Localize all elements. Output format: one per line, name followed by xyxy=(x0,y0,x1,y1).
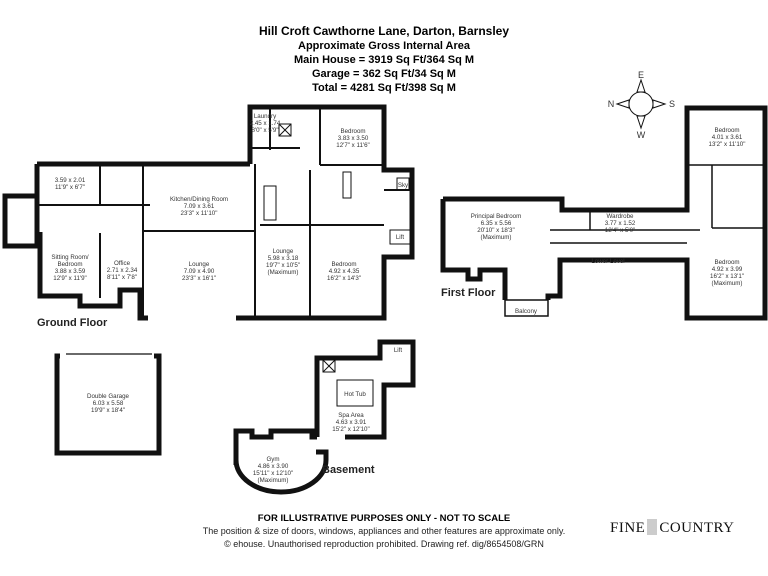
room-metric: 3.77 x 1.52 xyxy=(605,220,636,227)
room-imperial: 16'2" x 13'1" xyxy=(710,273,744,280)
room-metric: 6.35 x 5.56 xyxy=(481,220,512,227)
total-area: Total = 4281 Sq Ft/398 Sq M xyxy=(312,82,456,94)
garage-area: Garage = 362 Sq Ft/34 Sq M xyxy=(312,68,456,80)
property-title: Hill Croft Cawthorne Lane, Darton, Barns… xyxy=(258,24,510,38)
room-name: Gym xyxy=(266,456,279,463)
room-note: (Maximum) xyxy=(481,234,512,241)
room-name: Lounge xyxy=(189,261,210,268)
plan-header: Hill Croft Cawthorne Lane, Darton, Barns… xyxy=(0,24,768,95)
basement-walls xyxy=(233,339,416,495)
ground-floor-label: Ground Floor xyxy=(37,317,108,329)
room-metric: 4.92 x 4.35 xyxy=(329,268,360,275)
room-imperial: 13'2" x 11'10" xyxy=(709,141,746,148)
room-imperial: 11'9" x 6'7" xyxy=(55,184,85,191)
room-metric: 7.09 x 3.61 xyxy=(184,203,215,210)
room-name: Balcony xyxy=(515,308,538,315)
room-metric: 7.09 x 4.90 xyxy=(184,268,215,275)
pillar-icon xyxy=(647,519,658,535)
room-name: Bedroom xyxy=(331,261,356,268)
area-subtitle: Approximate Gross Internal Area xyxy=(298,40,470,52)
room-imperial: 19'7" x 10'5" xyxy=(266,262,300,269)
room-metric: 2.71 x 2.34 xyxy=(107,267,138,274)
room-name: Principal Bedroom xyxy=(471,213,522,220)
basement-fixtures xyxy=(322,359,374,407)
room-name: Wardrobe xyxy=(607,213,634,220)
room-imperial: 12'9" x 11'9" xyxy=(53,275,86,282)
room-imperial: 8'11" x 7'8" xyxy=(107,274,137,281)
room-metric: 3.88 x 3.59 xyxy=(55,268,86,275)
room-name-2: Bedroom xyxy=(57,261,82,268)
room-imperial: 15'11" x 12'10" xyxy=(253,470,293,477)
room-name: Sitting Room/ xyxy=(51,254,88,261)
room-imperial: 20'10" x 18'3" xyxy=(477,227,514,234)
room-metric: 4.86 x 3.90 xyxy=(258,463,289,470)
compass-e: E xyxy=(638,70,644,80)
ground-floor-fixtures xyxy=(263,123,411,245)
plan-footer: FOR ILLUSTRATIVE PURPOSES ONLY - NOT TO … xyxy=(0,512,768,551)
lift-label: Lift xyxy=(394,347,403,354)
room-imperial: 16'2" x 14'3" xyxy=(327,275,361,282)
room-metric: 6.03 x 5.58 xyxy=(93,400,124,407)
room-name: Double Garage xyxy=(87,393,130,400)
room-imperial: 19'9" x 18'4" xyxy=(91,407,125,414)
room-imperial: 12'7" x 11'6" xyxy=(336,142,369,149)
garage-walls xyxy=(54,353,162,456)
room-imperial: 8'0" x 5'9" xyxy=(251,127,278,134)
first-floor-inner xyxy=(504,164,765,317)
room-name: Spa Area xyxy=(338,412,364,419)
features-note: The position & size of doors, windows, a… xyxy=(202,526,566,536)
compass-s: S xyxy=(669,99,675,109)
logo-right: Country xyxy=(659,520,735,536)
room-imperial: 23'3" x 11'10" xyxy=(181,210,218,217)
room-metric: 3.59 x 2.01 xyxy=(55,177,86,184)
fine-country-logo: Fine Country xyxy=(610,519,735,537)
compass-w: W xyxy=(637,130,646,140)
room-metric: 4.01 x 3.61 xyxy=(712,134,743,141)
copyright-note: © ehouse. Unauthorised reproduction proh… xyxy=(224,539,544,549)
first-floor-walls xyxy=(440,105,768,321)
hot-tub-label: Hot Tub xyxy=(344,391,366,398)
room-imperial: 23'3" x 16'1" xyxy=(182,275,216,282)
room-imperial: 15'2" x 12'10" xyxy=(332,426,369,433)
room-metric: 2.45 x 1.74 xyxy=(250,120,281,127)
disclaimer: FOR ILLUSTRATIVE PURPOSES ONLY - NOT TO … xyxy=(257,513,511,524)
basement-label: Basement xyxy=(322,464,375,476)
room-note: (Maximum) xyxy=(268,269,299,276)
room-name: Bedroom xyxy=(340,128,365,135)
compass-icon xyxy=(615,78,667,130)
room-name: Lower Level xyxy=(591,258,624,265)
room-name: Lounge xyxy=(273,248,294,255)
room-name: Bedroom xyxy=(714,127,739,134)
room-name: Laundry xyxy=(254,113,277,120)
compass-n: N xyxy=(608,99,615,109)
room-imperial: 12'4" x 5'0" xyxy=(605,227,636,234)
logo-left: Fine xyxy=(610,520,646,536)
room-metric: 4.63 x 3.91 xyxy=(336,419,367,426)
room-note: (Maximum) xyxy=(712,280,743,287)
sky-label: Sky xyxy=(398,182,409,189)
room-metric: 4.92 x 3.99 xyxy=(712,266,743,273)
ground-floor-inner-walls xyxy=(37,107,412,318)
room-metric: 5.98 x 3.18 xyxy=(268,255,299,262)
room-name: Office xyxy=(114,260,131,267)
room-metric: 3.83 x 3.50 xyxy=(338,135,369,142)
first-floor-label: First Floor xyxy=(441,287,496,299)
room-name: Kitchen/Dining Room xyxy=(170,196,228,203)
room-note: (Maximum) xyxy=(258,477,289,484)
lift-label: Lift xyxy=(396,234,405,241)
room-name: Bedroom xyxy=(714,259,739,266)
main-house-area: Main House = 3919 Sq Ft/364 Sq M xyxy=(293,54,475,66)
